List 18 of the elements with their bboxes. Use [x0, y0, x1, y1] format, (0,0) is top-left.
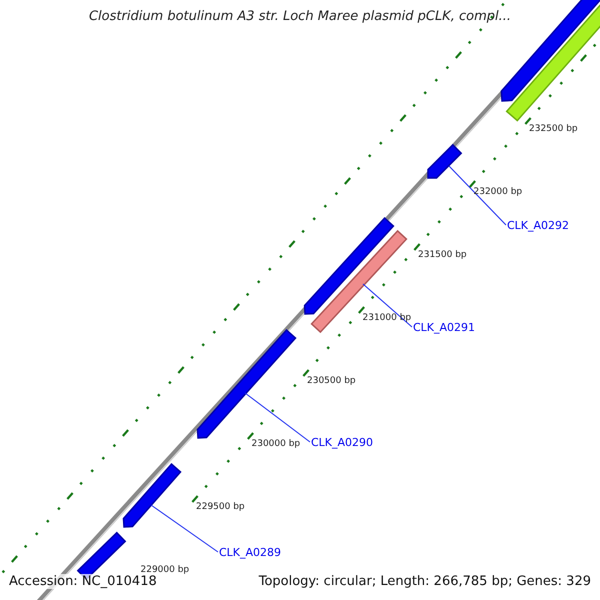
gene-label: CLK_A0292 [507, 219, 570, 232]
summary-label: Topology: circular; Length: 266,785 bp; Genes: 329 [258, 574, 591, 589]
position-label: 230000 bp [252, 439, 300, 449]
leader-line [244, 392, 310, 442]
position-label: 231000 bp [362, 313, 412, 323]
gene-label: CLK_A0291 [413, 321, 476, 334]
accession-label: Accession: NC_010418 [9, 574, 157, 589]
leader-line [448, 166, 506, 226]
gene-feature [196, 328, 297, 439]
leader-line [362, 284, 412, 328]
gene-feature [427, 144, 462, 179]
gene-feature [122, 462, 182, 528]
gene-label: CLK_A0290 [311, 436, 374, 449]
leader-line [150, 504, 218, 552]
gene-label: CLK_A0289 [219, 546, 282, 559]
position-label: 231500 bp [418, 250, 467, 260]
gene-feature [304, 216, 394, 315]
title: Clostridium botulinum A3 str. Loch Maree plasmid pCLK, compl... [88, 9, 512, 24]
